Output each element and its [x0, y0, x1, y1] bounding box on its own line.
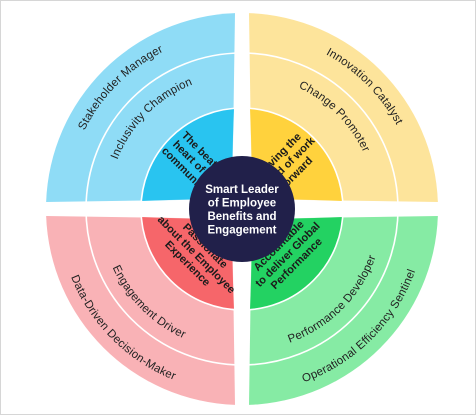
center-circle — [189, 156, 295, 262]
